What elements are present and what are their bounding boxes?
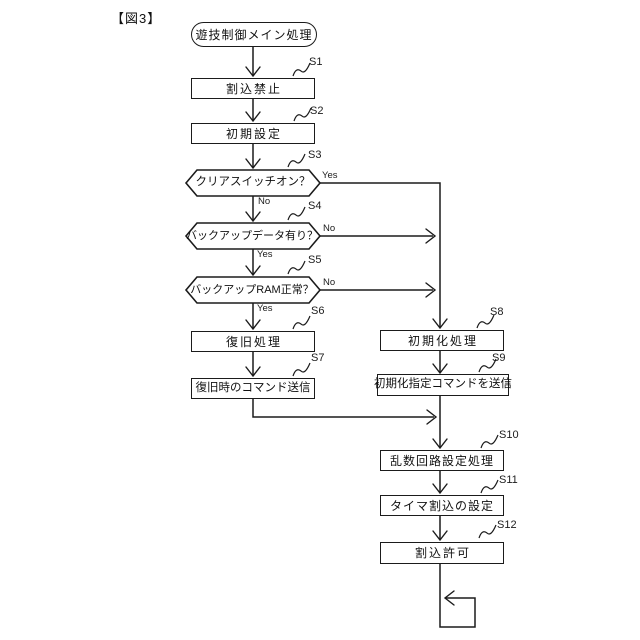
step-label-s6: S6 <box>311 305 325 317</box>
process-box-s2: 初期設定 <box>191 123 315 144</box>
leader-line-s9 <box>478 358 497 373</box>
process-box-s1: 割込禁止 <box>191 78 315 99</box>
arrowhead-icon <box>432 318 448 330</box>
arrowhead-icon <box>425 282 437 298</box>
step-label-s4: S4 <box>308 200 322 212</box>
step-label-s3: S3 <box>308 149 322 161</box>
step-label-s12: S12 <box>497 519 517 531</box>
step-label-s9: S9 <box>492 352 506 364</box>
process-box-s7: 復旧時のコマンド送信 <box>191 378 315 399</box>
step-label-s8: S8 <box>490 306 504 318</box>
branch-label-s4-yes: Yes <box>257 249 273 260</box>
process-box-s9: 初期化指定コマンドを送信 <box>374 374 512 396</box>
leader-line-s5 <box>287 260 306 275</box>
arrowhead-icon <box>432 530 448 542</box>
leader-line-s11 <box>480 479 499 494</box>
process-box-s8: 初期化処理 <box>380 330 504 351</box>
branch-label-s3-no: No <box>258 196 271 207</box>
arrowhead-icon <box>245 265 261 277</box>
leader-line-s2 <box>293 107 312 122</box>
branch-label-s5-yes: Yes <box>257 303 273 314</box>
process-box-s10: 乱数回路設定処理 <box>380 450 504 471</box>
arrowhead-icon <box>443 590 455 606</box>
arrowhead-icon <box>425 228 437 244</box>
decision-label-s3: クリアスイッチオン？ <box>195 176 311 189</box>
arrowhead-icon <box>432 438 448 450</box>
arrowhead-icon <box>245 111 261 123</box>
arrowhead-icon <box>432 483 448 495</box>
connector-s3-yes-s8 <box>320 182 441 327</box>
leader-line-s3 <box>287 153 306 168</box>
leader-line-s10 <box>480 434 499 449</box>
terminator-start: 遊技制御メイン処理 <box>191 22 317 47</box>
figure-title: 【図3】 <box>111 11 162 26</box>
arrowhead-icon <box>245 319 261 331</box>
step-label-s10: S10 <box>499 429 519 441</box>
connector-s12-endless-loop <box>439 564 476 628</box>
leader-line-s1 <box>292 62 311 77</box>
branch-label-s3-yes: Yes <box>322 170 338 181</box>
leader-line-s8 <box>476 314 495 329</box>
step-label-s1: S1 <box>309 56 323 68</box>
leader-line-s4 <box>287 206 306 221</box>
step-label-s11: S11 <box>499 474 518 486</box>
step-label-s2: S2 <box>310 105 324 117</box>
connector-s7-join <box>252 399 434 418</box>
process-box-s6: 復旧処理 <box>191 331 315 352</box>
arrowhead-icon <box>426 409 438 425</box>
step-label-s7: S7 <box>311 352 325 364</box>
leader-line-s12 <box>478 524 497 539</box>
arrowhead-icon <box>245 158 261 170</box>
step-label-s5: S5 <box>308 254 322 266</box>
decision-label-s4: バックアップデータ有り？ <box>186 229 318 242</box>
branch-label-s5-no: No <box>323 277 336 288</box>
branch-label-s4-no: No <box>323 223 336 234</box>
process-box-s11: タイマ割込の設定 <box>380 495 504 516</box>
decision-label-s5: バックアップRAM正常？ <box>190 283 314 296</box>
arrowhead-icon <box>432 363 448 375</box>
arrowhead-icon <box>245 366 261 378</box>
arrowhead-icon <box>245 211 261 223</box>
leader-line-s7 <box>292 362 311 377</box>
process-box-s12: 割込許可 <box>380 542 504 564</box>
leader-line-s6 <box>292 315 311 330</box>
arrowhead-icon <box>245 66 261 78</box>
